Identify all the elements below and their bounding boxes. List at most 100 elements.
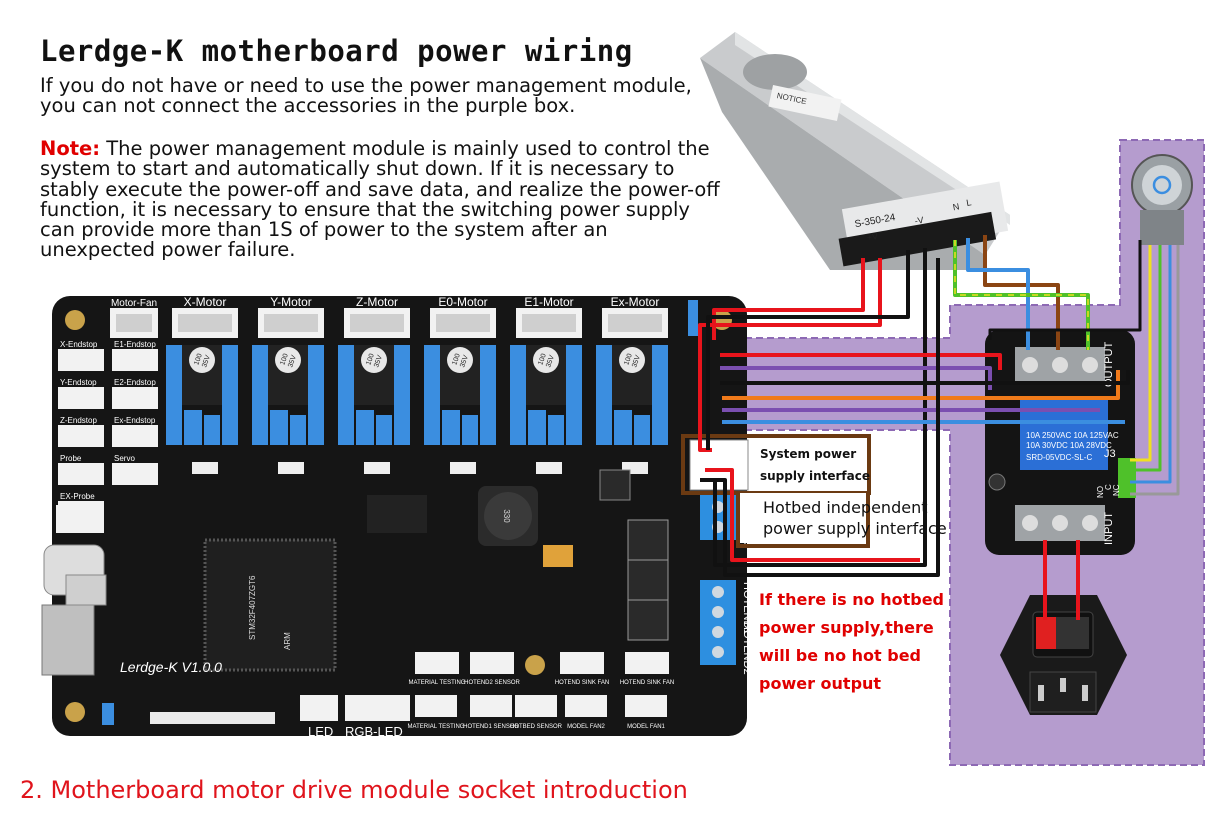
- driver-header: [394, 345, 410, 445]
- screw: [712, 606, 724, 618]
- capacitor-value: 100: [193, 353, 204, 366]
- board-version: Lerdge-K V1.0.0: [120, 659, 222, 675]
- motor-label: X-Motor: [184, 295, 227, 309]
- mosfet: [627, 559, 669, 601]
- no-hotbed-note-line: will be no hot bed: [759, 646, 921, 665]
- capacitor: [447, 347, 473, 373]
- bottom-connector-label: HOTEND1 SENSOR: [463, 724, 519, 730]
- jumper-block: [290, 415, 306, 445]
- capacitor: [361, 347, 387, 373]
- power-management-module: OUTPUT 10A 250VAC 10A 125VAC 10A 30VDC 1…: [985, 330, 1136, 555]
- module-side-labels: NO: [1096, 486, 1105, 498]
- power-button: [1131, 154, 1193, 245]
- jumper: [688, 300, 698, 336]
- capacitor-voltage: 35V: [459, 354, 470, 368]
- jumper-block: [356, 410, 374, 445]
- capacitor-value: 100: [365, 353, 376, 366]
- bottom-connector: [625, 652, 669, 674]
- endstop-connector: [112, 349, 158, 371]
- small-connector: [536, 462, 562, 474]
- endstop-connector: [112, 463, 158, 485]
- system-power-label-1: System power: [760, 447, 856, 461]
- jumper-block: [614, 410, 632, 445]
- jumper: [102, 703, 114, 725]
- endstop-connector: [58, 463, 104, 485]
- hotbed-power-label-2: power supply interface: [763, 519, 947, 538]
- driver-header: [510, 345, 526, 445]
- note-label: Note:: [40, 137, 101, 160]
- switching-power-supply: NOTICE S-350-24 +V -V N L: [700, 32, 1010, 270]
- bottom-connector-label: HOTEND2 SENSOR: [464, 680, 520, 686]
- bottom-connector: [470, 695, 512, 717]
- endstop-connector: [58, 349, 104, 371]
- endstop-label: X-Endstop: [60, 340, 98, 349]
- module-j3-label: J3: [1104, 448, 1116, 460]
- sd-card-slot: [41, 604, 95, 676]
- note-paragraph: Note: The power management module is mai…: [40, 137, 720, 262]
- bottom-connector: [625, 695, 667, 717]
- driver-header: [566, 345, 582, 445]
- bottom-connector-label: MATERIAL TESTING: [409, 680, 466, 686]
- endstop-label: E2-Endstop: [114, 378, 156, 387]
- no-hotbed-note-line: power supply,there: [759, 618, 934, 637]
- endstop-label: E1-Endstop: [114, 340, 156, 349]
- driver-header: [222, 345, 238, 445]
- ac-power-inlet: [1000, 595, 1127, 715]
- bottom-connector: [470, 652, 514, 674]
- driver-header: [652, 345, 668, 445]
- rocker-switch: [1036, 617, 1056, 649]
- usb-port: [65, 574, 107, 606]
- capacitor: [543, 545, 573, 567]
- chip: [367, 495, 427, 533]
- bottom-connector-label: MODEL FAN2: [567, 724, 605, 730]
- endstop-connector: [112, 425, 158, 447]
- capacitor-value: 100: [279, 353, 290, 366]
- hotbed-callout-box: [736, 493, 870, 548]
- bottom-connector: [415, 652, 459, 674]
- bottom-connector-label: MATERIAL TESTING: [408, 724, 465, 730]
- psu-fan-grill: [743, 54, 807, 90]
- mcu-label: STM32F407ZGT6: [248, 575, 257, 640]
- motor-connector-pins: [178, 314, 232, 332]
- endstop-label: EX-Probe: [60, 492, 95, 501]
- mount-hole: [65, 310, 85, 330]
- jumper-block: [442, 410, 460, 445]
- module-output-label: OUTPUT: [1103, 342, 1115, 388]
- capacitor: [189, 347, 215, 373]
- page-title: Lerdge-K motherboard power wiring: [40, 34, 633, 68]
- bottom-connector: [415, 695, 457, 717]
- endstop-label: Y-Endstop: [60, 378, 97, 387]
- motor-label: Y-Motor: [270, 295, 312, 309]
- motor-label: E1-Motor: [524, 295, 573, 309]
- module-side-nc: NC: [1112, 484, 1121, 496]
- endstop-label: Ex-Endstop: [114, 416, 156, 425]
- small-connector: [192, 462, 218, 474]
- hotbed-power-label-1: Hotbed independent: [763, 498, 927, 517]
- capacitor-voltage: 35V: [201, 354, 212, 368]
- intro-text: If you do not have or need to use the po…: [40, 74, 692, 117]
- endstop-connector: [58, 425, 104, 447]
- jumper-block: [634, 415, 650, 445]
- jumper-block: [462, 415, 478, 445]
- capacitor-voltage: 35V: [287, 354, 298, 368]
- screw: [712, 626, 724, 638]
- jumper-block: [548, 415, 564, 445]
- module-side-c: C: [1104, 484, 1113, 490]
- capacitor-value: 100: [537, 353, 548, 366]
- capacitor: [619, 347, 645, 373]
- bottom-connector: [565, 695, 607, 717]
- small-connector: [364, 462, 390, 474]
- psu-n: N: [952, 201, 960, 212]
- small-connector: [450, 462, 476, 474]
- screw: [712, 586, 724, 598]
- capacitor: [533, 347, 559, 373]
- led-label: LED: [308, 724, 333, 739]
- motor-connector-pins: [608, 314, 662, 332]
- screw: [712, 646, 724, 658]
- module-j3-connector: [1118, 458, 1136, 498]
- note-text: The power management module is mainly us…: [40, 137, 720, 262]
- jumper-block: [270, 410, 288, 445]
- endstop-label: Probe: [60, 454, 82, 463]
- exprobe-connector: [56, 505, 104, 533]
